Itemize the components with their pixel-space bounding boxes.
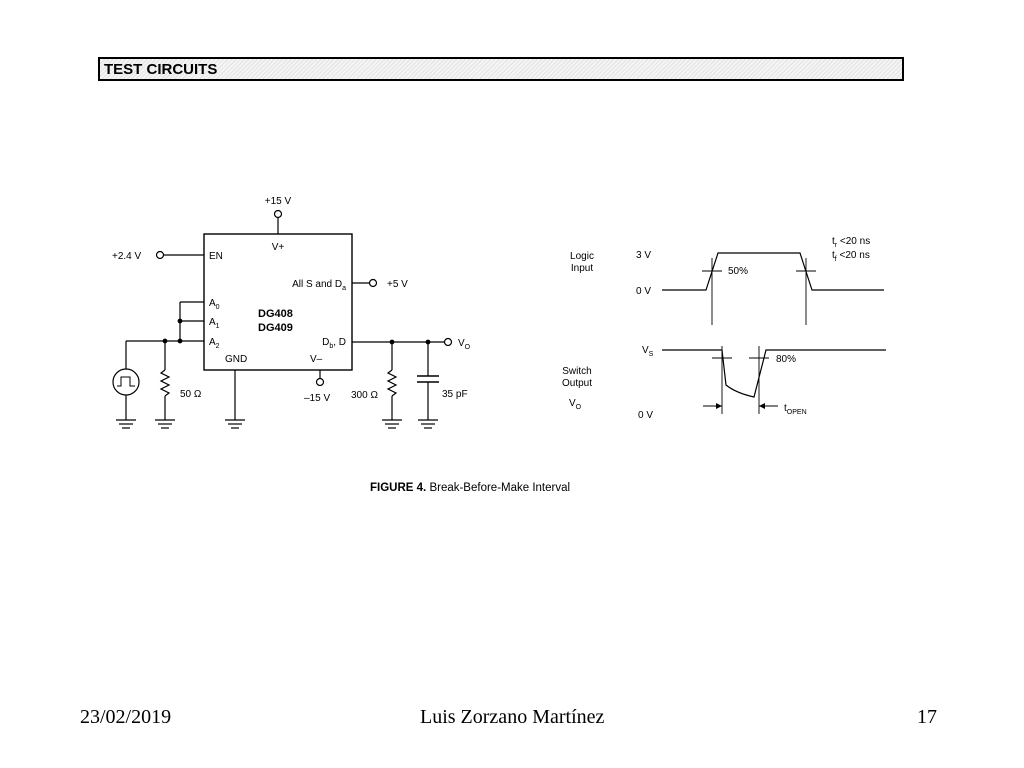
vplus-pin-label: V+ [272, 242, 285, 253]
db-pin-label: Db, D [322, 337, 346, 350]
test-circuit [112, 209, 453, 429]
circuit-labels: +15 V V+ +2.4 V EN All S and Da +5 V A0 … [112, 196, 471, 404]
level-0v-output: 0 V [638, 410, 653, 421]
pulse-generator [112, 368, 140, 396]
load-resistor [386, 369, 398, 397]
source-resistor-label: 50 Ω [180, 389, 202, 400]
topen-label: tOPEN [784, 403, 807, 416]
level-vs: VS [642, 345, 654, 358]
load-capacitor-label: 35 pF [442, 389, 468, 400]
a0-pin-label: A0 [209, 298, 220, 311]
footer-date: 23/02/2019 [80, 706, 172, 728]
footer-author: Luis Zorzano Martínez [420, 706, 605, 728]
timing-diagram [662, 252, 886, 414]
section-header: TEST CIRCUITS [98, 57, 904, 81]
a1-pin-label: A1 [209, 317, 220, 330]
level-3v: 3 V [636, 250, 651, 261]
pos15-terminal [273, 209, 283, 219]
source-resistor [159, 369, 171, 397]
switch-vo-label: VO [569, 398, 582, 411]
en-input-label: +2.4 V [112, 251, 142, 262]
pos15-label: +15 V [265, 196, 292, 207]
vo-label: VO [458, 338, 471, 351]
vo-terminal [443, 337, 453, 347]
plus5-label: +5 V [387, 279, 408, 290]
rise-time-label: tr <20 ns [832, 236, 870, 249]
section-title: TEST CIRCUITS [104, 61, 218, 78]
footer-page-number: 17 [917, 706, 937, 728]
all-s-pin-label: All S and Da [292, 279, 346, 292]
pct50-label: 50% [728, 266, 748, 277]
pct80-label: 80% [776, 354, 796, 365]
level-0v: 0 V [636, 286, 651, 297]
figure-caption: FIGURE 4. Break-Before-Make Interval [370, 482, 570, 494]
vminus-pin-label: V– [310, 354, 323, 365]
switch-label-line2: Output [562, 378, 592, 389]
logic-label-line1: Logic [570, 251, 594, 262]
a2-pin-label: A2 [209, 337, 220, 350]
fall-time-label: tf <20 ns [832, 250, 870, 263]
switch-label-line1: Switch [562, 366, 591, 377]
logic-input-waveform [662, 252, 884, 291]
timing-labels: Logic Input Switch Output VO 3 V 0 V VS … [562, 236, 870, 421]
neg15-label: –15 V [304, 393, 330, 404]
plus5-terminal [368, 278, 378, 288]
ic-name-2: DG409 [258, 322, 293, 334]
logic-label-line2: Input [571, 263, 593, 274]
gnd-pin-label: GND [225, 354, 247, 365]
en-pin-label: EN [209, 251, 223, 262]
switch-output-waveform [662, 349, 886, 398]
ic-name-1: DG408 [258, 308, 293, 320]
load-resistor-label: 300 Ω [351, 390, 378, 401]
en-terminal [155, 250, 165, 260]
neg15-terminal [315, 377, 325, 387]
